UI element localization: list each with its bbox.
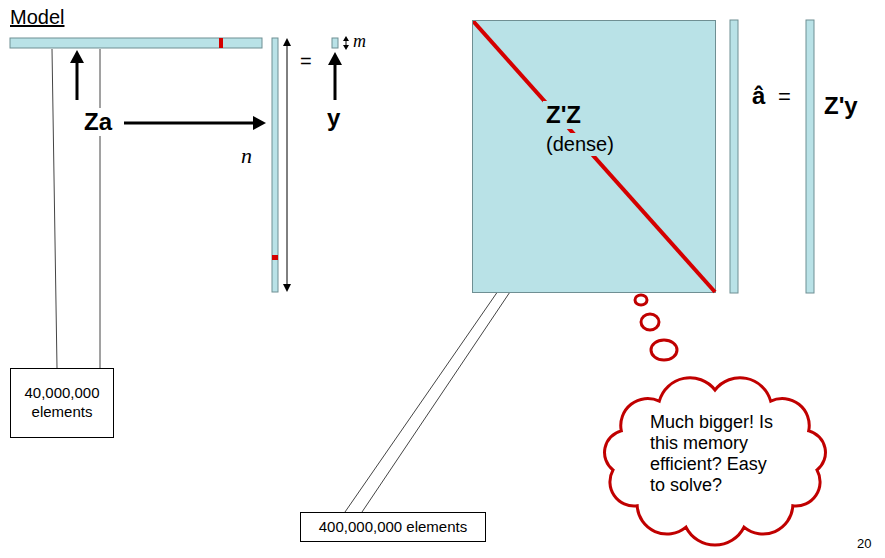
arrow-head: [343, 36, 349, 41]
y-vector: [332, 38, 338, 48]
equals-sign: =: [300, 50, 312, 73]
matrix-label: Za: [82, 108, 114, 136]
pointer-arrow: [124, 122, 254, 125]
matrix-note: (dense): [543, 133, 617, 156]
thought-text: Much bigger! Is this memory efficient? E…: [650, 412, 774, 496]
vector-label: â: [752, 82, 765, 110]
leader-line: [100, 49, 101, 368]
cloud-shape: [605, 378, 826, 545]
pointer-arrow: [76, 62, 79, 100]
arrow-head: [343, 45, 349, 50]
thought-bubble: [635, 295, 647, 305]
arrow-head: [283, 284, 291, 292]
arrow-head: [328, 52, 342, 65]
solution-vector: [730, 20, 738, 293]
red-mark: [272, 255, 278, 260]
thought-bubble: [641, 314, 659, 330]
callout-box: 400,000,000 elements: [300, 512, 486, 542]
page-number: 20: [857, 537, 871, 552]
rhs-vector: [806, 20, 814, 293]
thought-bubble: [651, 340, 677, 360]
dimension-label: m: [353, 31, 366, 52]
matrix-label: Z'Z: [543, 101, 584, 129]
matrix-diagonal: [473, 21, 717, 294]
arrow-head: [70, 50, 84, 63]
callout-text: 400,000,000 elements: [319, 518, 467, 537]
equals-sign: =: [778, 84, 791, 109]
dimension-arrow: [287, 44, 288, 286]
slide-heading: Model: [10, 6, 64, 29]
vector-label: Z'y: [824, 92, 858, 120]
arrow-head: [283, 38, 291, 46]
callout-box: 40,000,000 elements: [10, 368, 114, 438]
vector-label: y: [327, 104, 340, 132]
diagonal-line: [473, 21, 715, 292]
dimension-label: n: [241, 143, 252, 168]
model-bar: [10, 38, 262, 48]
thought-cloud: Much bigger! Is this memory efficient? E…: [590, 372, 840, 548]
za-vector: [272, 38, 278, 292]
matrix-block: Z'Z (dense): [472, 20, 716, 293]
arrow-head: [253, 116, 266, 130]
pointer-arrow: [334, 64, 337, 100]
callout-text: 40,000,000 elements: [17, 384, 107, 422]
leader-line: [52, 49, 57, 368]
red-mark: [219, 38, 223, 48]
